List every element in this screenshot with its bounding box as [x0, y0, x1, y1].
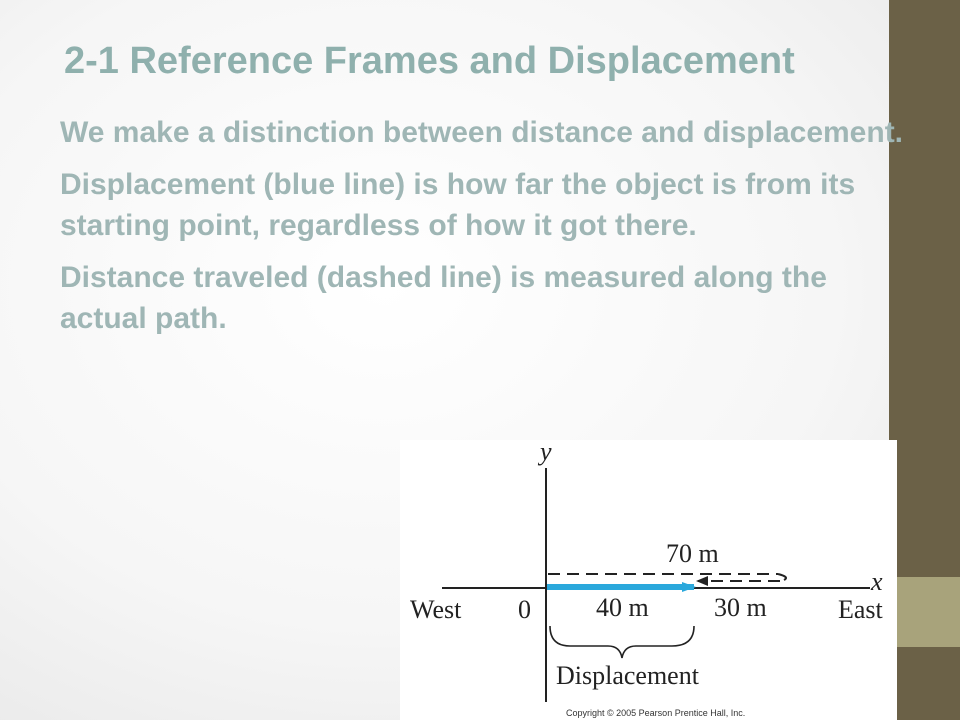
sidebar-accent: [893, 577, 960, 647]
paragraph-distinction: We make a distinction between distance a…: [60, 116, 904, 149]
paragraph-distance: Distance traveled (dashed line) is measu…: [60, 261, 827, 335]
copyright-notice: Copyright © 2005 Pearson Prentice Hall, …: [566, 708, 745, 718]
displacement-label: Displacement: [556, 661, 700, 690]
segment-30m-label: 30 m: [714, 593, 767, 622]
x-axis-label: x: [870, 567, 883, 596]
slide-body: We make a distinction between distance a…: [60, 112, 920, 350]
origin-label: 0: [518, 595, 531, 624]
paragraph-displacement: Displacement (blue line) is how far the …: [60, 168, 856, 242]
east-label: East: [838, 595, 884, 624]
dashed-path-label: 70 m: [666, 539, 719, 568]
displacement-diagram: y x 70 m West 0 40 m 30 m East Displacem…: [400, 440, 897, 720]
displacement-brace: [549, 625, 695, 659]
segment-40m-label: 40 m: [596, 593, 649, 622]
west-label: West: [410, 595, 462, 624]
y-axis-label: y: [537, 440, 552, 466]
distance-path-turn: [777, 573, 787, 581]
slide-title: 2-1 Reference Frames and Displacement: [64, 40, 795, 82]
diagram-svg: y x 70 m West 0 40 m 30 m East Displacem…: [410, 440, 884, 718]
